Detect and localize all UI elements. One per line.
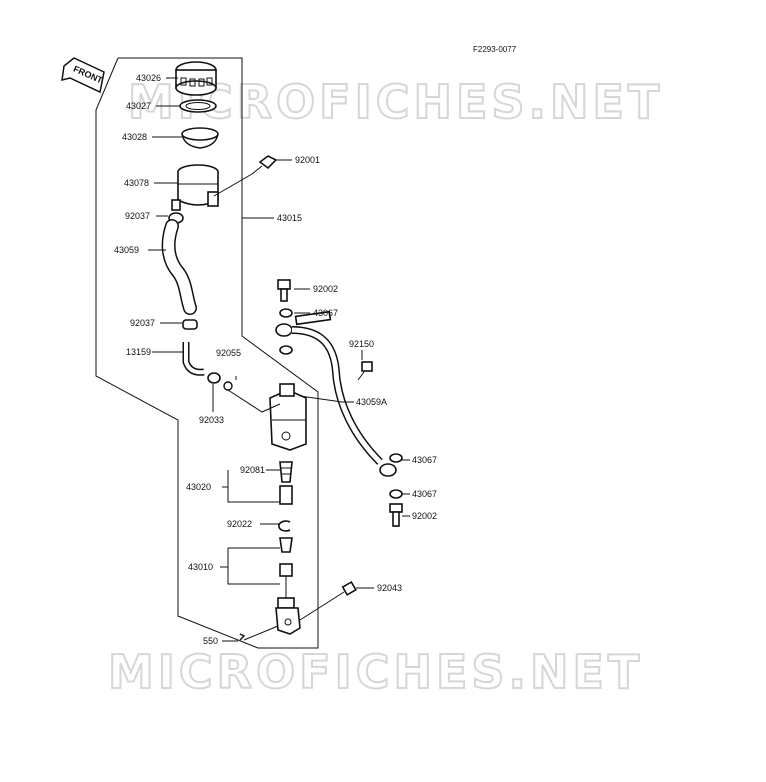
- banjo-bolt-top-part: [277, 279, 291, 302]
- diaphragm-plate-part: [179, 99, 217, 113]
- push-rod-part: [275, 537, 301, 635]
- leader-lines: [148, 77, 410, 642]
- cotter-pin-part: [239, 633, 246, 641]
- label-43015: 43015: [277, 213, 302, 223]
- label-92033: 92033: [199, 415, 224, 425]
- label-92037-bottom: 92037: [130, 318, 155, 328]
- label-13159: 13159: [126, 347, 151, 357]
- circlip-92022-part: [278, 520, 291, 532]
- label-550: 550: [203, 636, 218, 646]
- label-43067-lower-a: 43067: [412, 455, 437, 465]
- label-43027: 43027: [126, 101, 151, 111]
- label-43078: 43078: [124, 178, 149, 188]
- label-43028: 43028: [122, 132, 147, 142]
- label-92043: 92043: [377, 583, 402, 593]
- label-43059A: 43059A: [356, 397, 387, 407]
- brake-hose-part: [275, 310, 397, 477]
- label-43067-top: 43067: [313, 308, 338, 318]
- label-92022: 92022: [227, 519, 252, 529]
- washer-lower-b-part: [389, 489, 403, 499]
- watermark-bottom: MICROFICHES.NET: [108, 645, 643, 699]
- label-92002-bottom: 92002: [412, 511, 437, 521]
- label-43067-lower-b: 43067: [412, 489, 437, 499]
- label-43059: 43059: [114, 245, 139, 255]
- label-92037-top: 92037: [125, 211, 150, 221]
- circlip-part: [207, 372, 221, 384]
- front-arrow-icon: FRONT: [61, 57, 105, 94]
- hose-clamp-bottom-part: [182, 319, 198, 330]
- label-92081: 92081: [240, 465, 265, 475]
- piston-assembly-part: [279, 461, 293, 505]
- reservoir-part: [171, 164, 219, 211]
- reservoir-cap-part: [175, 61, 217, 96]
- label-43020: 43020: [186, 482, 211, 492]
- label-92002-top: 92002: [313, 284, 338, 294]
- label-43026: 43026: [136, 73, 161, 83]
- label-92001: 92001: [295, 155, 320, 165]
- bolt-92001-part: [251, 155, 278, 175]
- bolt-92150-part: [357, 361, 373, 381]
- drawing-code: F2293-0077: [473, 45, 517, 54]
- master-cylinder-body-part: [269, 383, 307, 451]
- assembly-outline: [95, 57, 319, 649]
- label-92150: 92150: [349, 339, 374, 349]
- label-92055: 92055: [216, 348, 241, 358]
- washer-top-part: [279, 308, 293, 318]
- washer-mid-part: [279, 345, 293, 355]
- pin-92043-part: [299, 580, 357, 621]
- washer-lower-a-part: [389, 453, 403, 463]
- o-ring-part: [223, 381, 233, 391]
- label-43010: 43010: [188, 562, 213, 572]
- banjo-bolt-bottom-part: [389, 503, 403, 527]
- diaphragm-part: [181, 127, 219, 149]
